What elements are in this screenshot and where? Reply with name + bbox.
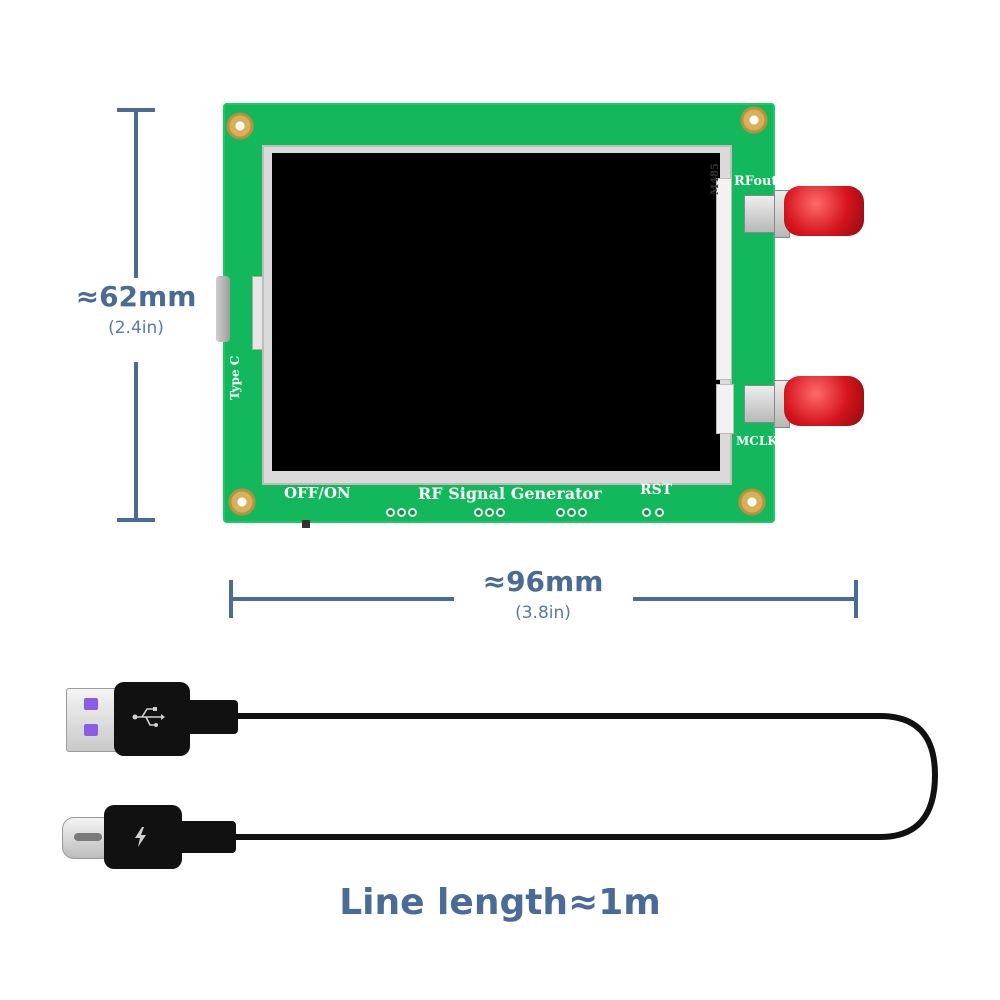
width-line-right (633, 597, 858, 601)
mclk-label: MCLK (736, 434, 778, 448)
height-line-upper (134, 108, 138, 278)
usb-a-pin-bottom (84, 724, 98, 736)
pin-header-strip (716, 178, 732, 380)
width-right-tick (854, 580, 858, 618)
via (642, 508, 651, 517)
width-value: ≈96mm (482, 565, 604, 598)
height-value-inches: (2.4in) (108, 318, 164, 338)
height-value: ≈62mm (75, 280, 197, 313)
board-title-label: RF Signal Generator (418, 484, 602, 503)
usb-a-strain-relief (186, 700, 238, 734)
mclk-connector-cap (784, 376, 864, 426)
mount-hole-bottom-right (738, 488, 766, 516)
usb-c-tongue (74, 833, 102, 841)
power-switch-label: OFF/ON (284, 484, 351, 502)
power-switch (302, 520, 310, 528)
usb-a-plug-body (114, 682, 190, 756)
via (655, 508, 664, 517)
rfout-label: RFout (734, 174, 778, 189)
usb-c-strain-relief (178, 821, 236, 853)
height-line-lower (134, 362, 138, 522)
via (485, 508, 494, 517)
lightning-icon (135, 827, 146, 847)
via (386, 508, 395, 517)
via (474, 508, 483, 517)
via (556, 508, 565, 517)
mount-hole-top-right (740, 106, 768, 134)
pin-header-lower (716, 384, 734, 434)
usb-a-pin-top (84, 698, 98, 710)
via (578, 508, 587, 517)
cable-length-caption: Line length≈1m (339, 882, 661, 923)
mount-hole-bottom-left (228, 488, 256, 516)
mount-hole-top-left (226, 112, 254, 140)
width-value-inches: (3.8in) (515, 603, 571, 623)
type-c-port (216, 276, 230, 342)
via (496, 508, 505, 517)
via (397, 508, 406, 517)
via (567, 508, 576, 517)
lcd-screen (272, 153, 720, 471)
via (408, 508, 417, 517)
height-bottom-tick (117, 518, 155, 522)
reset-label: RST (640, 482, 673, 498)
usb-icon (132, 707, 165, 727)
rf-out-connector-cap (784, 186, 864, 236)
width-line-left (229, 597, 454, 601)
